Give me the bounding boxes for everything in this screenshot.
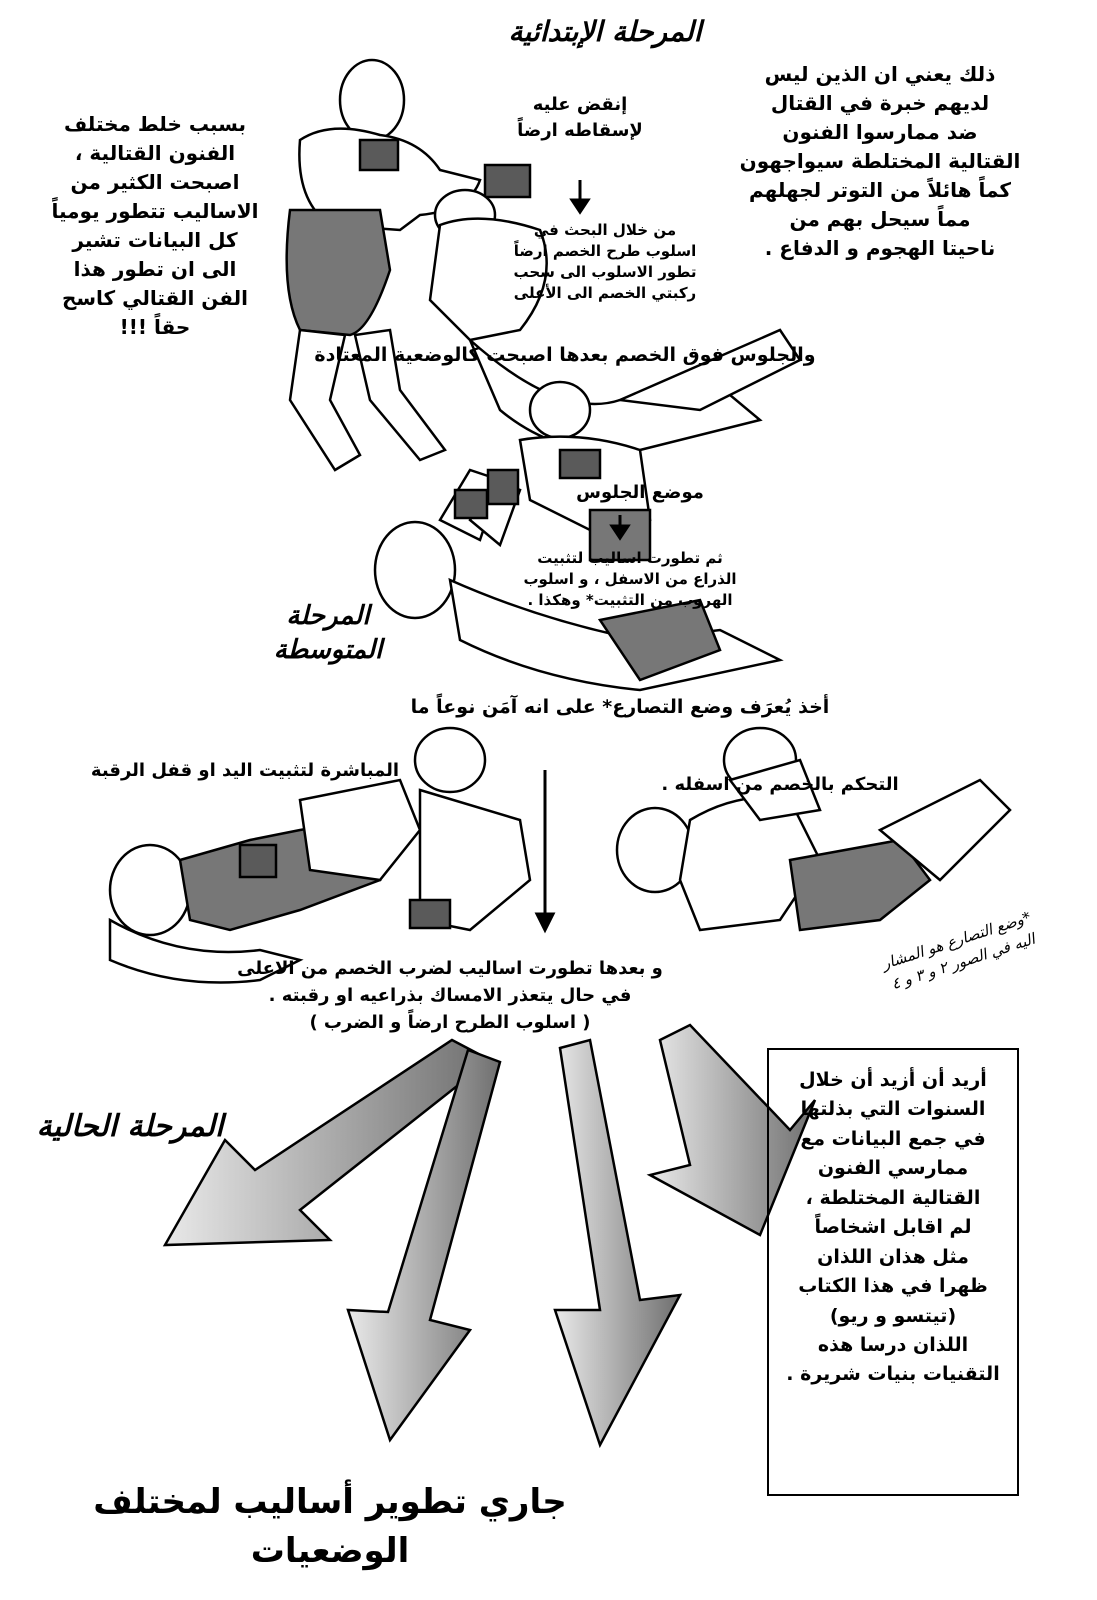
mount-label: موضع الجلوس	[576, 482, 704, 503]
direct-caption: المباشرة لتثبيت اليد او قفل الرقبة	[90, 760, 400, 781]
author-note-text: أريد أن أزيد أن خلال السنوات التي بذلتها…	[786, 1069, 1000, 1386]
mount-fighters-drawing	[373, 380, 784, 692]
guard-caption: أخذ يُعرَف وضع التصارع* على انه آمَن نوع…	[410, 696, 830, 718]
guard-fighters-drawing	[108, 726, 532, 984]
left-narration: بسبب خلط مختلف الفنون القتالية ، اصبحت ا…	[51, 112, 259, 339]
stage-current-heading: المرحلة الحالية	[36, 1109, 224, 1144]
right-narration: ذلك يعني ان الذين ليس لديهم خبرة في القت…	[739, 62, 1021, 260]
control-caption: التحكم بالخصم من اسفله .	[661, 774, 899, 795]
sitting-caption: والجلوس فوق الخصم بعدها اصبحت كالوضعية ا…	[314, 344, 816, 366]
research-caption: من خلال البحث في اسلوب طرح الخصم ارضاً ت…	[513, 221, 697, 302]
bottom-title: جاري تطوير أساليب لمختلف الوضعيات	[93, 1482, 567, 1572]
control-fighters-drawing	[615, 726, 1012, 932]
big-arrows	[162, 1023, 817, 1449]
after-caption: و بعدها تطورت اساليب لضرب الخصم من الاعل…	[237, 958, 663, 1033]
pounce-caption: إنقض عليه لإسقاطه ارضاً	[517, 94, 643, 142]
author-note-box	[767, 1048, 1019, 1496]
flow-arrows	[534, 180, 631, 934]
stage-middle-heading: المرحلة المتوسطة	[273, 601, 383, 665]
stage-initial-heading: المرحلة الإبتدائية	[508, 15, 702, 48]
mount-caption: ثم تطورت اساليب لتثبيت الذراع من الاسفل …	[523, 549, 737, 609]
